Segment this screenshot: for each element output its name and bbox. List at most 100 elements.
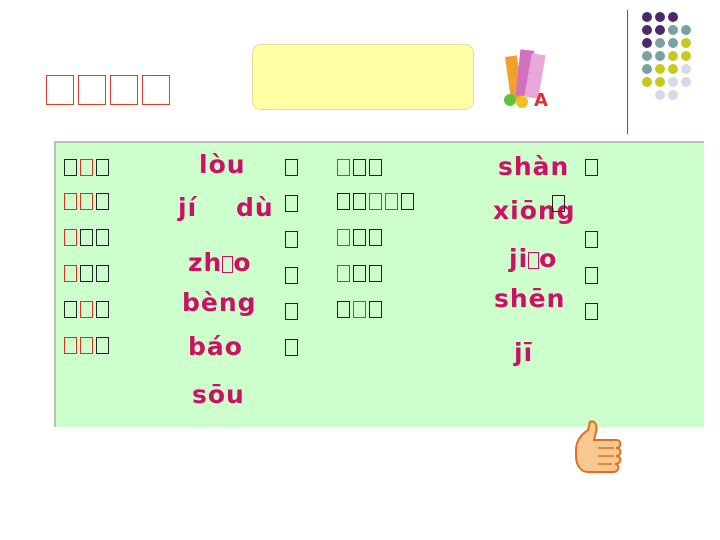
char-cell <box>353 265 366 282</box>
decor-dot <box>642 77 652 87</box>
decor-dot <box>655 38 665 48</box>
pinyin-sou: sōu <box>192 380 245 409</box>
highlighted-char-cell <box>385 193 398 210</box>
decor-dot <box>642 38 652 48</box>
char-cell <box>96 301 109 318</box>
content-panel <box>54 141 704 427</box>
word-cells <box>64 156 112 176</box>
char-cell <box>353 229 366 246</box>
title-cell <box>46 75 74 105</box>
divider-line <box>627 10 628 134</box>
highlighted-char-cell <box>64 337 77 354</box>
title-cell <box>110 75 138 105</box>
decor-dot <box>668 25 678 35</box>
trailing-cell <box>285 300 301 320</box>
missing-char-box <box>528 251 540 269</box>
highlighted-char-cell <box>64 265 77 282</box>
word-cells <box>64 226 112 246</box>
word-cells <box>64 190 112 210</box>
pinyin-shan: shàn <box>498 152 570 181</box>
decor-dot <box>681 64 691 74</box>
char-cell <box>401 193 414 210</box>
pinyin-beng: bèng <box>182 288 257 317</box>
char-cell <box>369 265 382 282</box>
char-cell <box>585 303 598 320</box>
char-cell <box>80 229 93 246</box>
slide-title <box>46 74 174 114</box>
decor-dot <box>655 90 665 100</box>
trailing-cell <box>285 192 301 212</box>
char-cell <box>585 231 598 248</box>
highlighted-char-cell <box>64 229 77 246</box>
char-cell <box>285 303 298 320</box>
trailing-cell <box>585 300 601 320</box>
trailing-cell <box>585 228 601 248</box>
word-cells <box>337 156 385 176</box>
highlighted-char-cell <box>337 265 350 282</box>
char-cell <box>285 267 298 284</box>
decor-dot <box>668 51 678 61</box>
char-cell <box>80 265 93 282</box>
word-cells <box>337 262 385 282</box>
pinyin-lou: lòu <box>199 150 246 179</box>
char-cell <box>552 195 565 212</box>
pinyin-bao: báo <box>188 332 243 361</box>
trailing-cell <box>285 264 301 284</box>
char-cell <box>285 159 298 176</box>
decor-dot <box>642 51 652 61</box>
char-cell <box>96 193 109 210</box>
char-cell <box>353 159 366 176</box>
decor-dot <box>681 77 691 87</box>
char-cell <box>369 301 382 318</box>
answer-box <box>252 44 474 110</box>
decor-dot <box>681 38 691 48</box>
missing-char-box <box>222 255 234 273</box>
decor-dot <box>668 90 678 100</box>
highlighted-char-cell <box>80 301 93 318</box>
char-cell <box>337 301 350 318</box>
decor-dot <box>655 77 665 87</box>
books-icon: A <box>504 49 548 108</box>
char-cell <box>585 267 598 284</box>
title-cell <box>78 75 106 105</box>
decor-dot <box>642 25 652 35</box>
word-cells <box>337 226 385 246</box>
trailing-cell <box>552 192 568 212</box>
char-cell <box>369 159 382 176</box>
decor-dot <box>655 12 665 22</box>
pinyin-ji: jí <box>178 193 198 222</box>
char-cell <box>96 159 109 176</box>
char-cell <box>64 301 77 318</box>
decor-dot <box>642 12 652 22</box>
decor-dot <box>668 64 678 74</box>
word-cells <box>64 262 112 282</box>
char-cell <box>337 193 350 210</box>
svg-text:A: A <box>534 90 548 108</box>
highlighted-char-cell <box>80 337 93 354</box>
char-cell <box>285 339 298 356</box>
char-cell <box>285 231 298 248</box>
highlighted-char-cell <box>369 193 382 210</box>
decor-dot <box>668 12 678 22</box>
highlighted-char-cell <box>80 193 93 210</box>
word-cells <box>337 190 417 210</box>
pinyin-du: dù <box>236 193 274 222</box>
trailing-cell <box>585 156 601 176</box>
highlighted-char-cell <box>80 159 93 176</box>
char-cell <box>353 193 366 210</box>
pinyin-zhao-b: o <box>233 248 252 277</box>
pinyin-jiao-b: o <box>539 244 558 273</box>
pinyin-zhao-a: zh <box>188 248 223 277</box>
decor-dot <box>668 38 678 48</box>
decor-dot <box>668 77 678 87</box>
decor-dot <box>681 25 691 35</box>
char-cell <box>585 159 598 176</box>
trailing-cell <box>285 228 301 248</box>
trailing-cell <box>285 336 301 356</box>
decor-dot <box>681 51 691 61</box>
highlighted-char-cell <box>353 301 366 318</box>
char-cell <box>96 265 109 282</box>
decor-dot <box>655 25 665 35</box>
